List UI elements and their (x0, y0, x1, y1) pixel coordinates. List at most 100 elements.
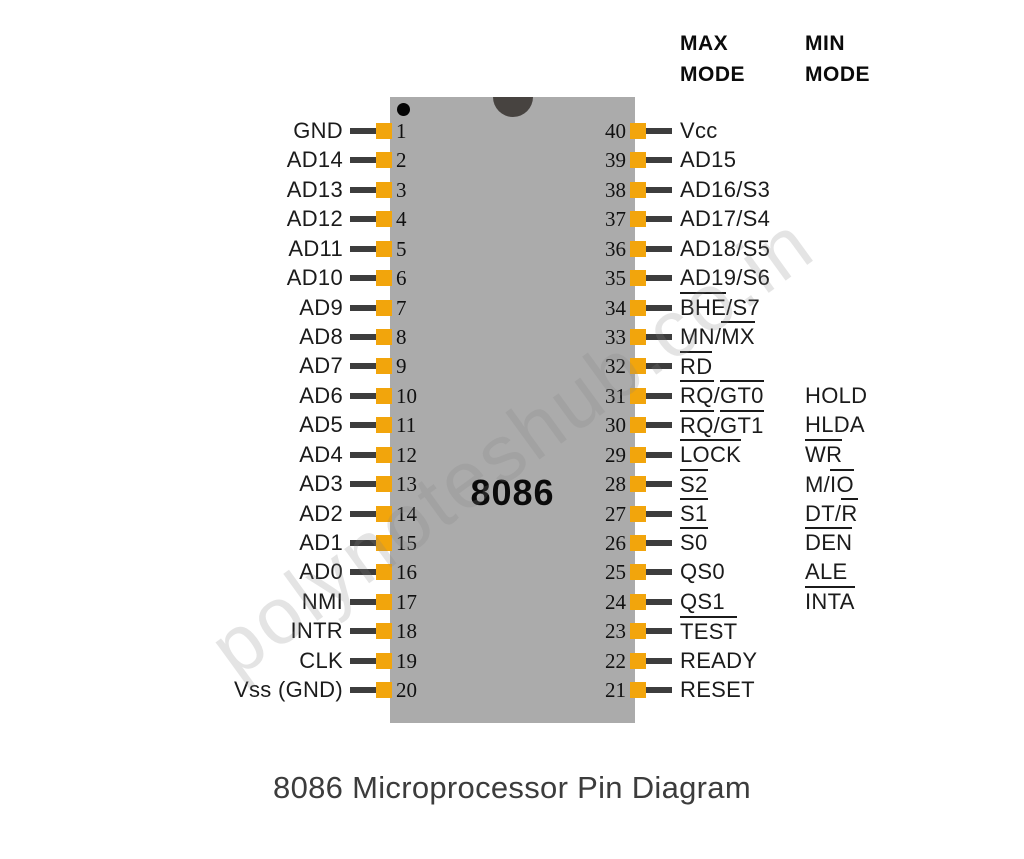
pin-label: AD11 (288, 234, 343, 264)
pin-stub (630, 387, 646, 404)
pin-line (646, 216, 672, 223)
min-mode-signal: DEN (805, 527, 853, 558)
signal-segment: Vss (GND) (233, 677, 343, 702)
pin-number: 21 (605, 678, 626, 702)
pin-stub (376, 417, 392, 434)
pin-stub (376, 358, 392, 375)
pin-label: READY (680, 646, 757, 676)
pin-stub (630, 211, 646, 228)
pin-row-left-13: AD3 13 (0, 469, 417, 499)
pin-number: 17 (396, 589, 417, 614)
pin-stub (376, 476, 392, 492)
signal-segment: AD4 (299, 441, 343, 467)
pin-number: 4 (396, 207, 407, 232)
pin-row-right-32: RD 32 (605, 350, 1024, 381)
overlined-signal-segment: IO (830, 468, 854, 497)
pin-line (646, 392, 672, 399)
overlined-signal-segment: GT0 (720, 380, 764, 408)
pin-label: RQ/GT1 (680, 409, 764, 441)
pin-number: 13 (396, 472, 417, 496)
pin-number: 37 (605, 207, 626, 232)
pin-number: 30 (605, 413, 626, 438)
pin-line (350, 481, 376, 487)
pin-label: AD17/S4 (680, 204, 770, 234)
pin-label: RESET (680, 675, 755, 705)
signal-segment: HOLD (805, 382, 868, 408)
pin-line (350, 569, 376, 576)
pin-line (350, 186, 376, 193)
pin-label: AD13 (287, 175, 343, 205)
pin-label: BHE/S7 (680, 292, 760, 323)
pin-number: 12 (396, 442, 417, 467)
pin-label: AD7 (299, 351, 343, 381)
pin-line (350, 657, 376, 664)
pin-label: AD15 (680, 145, 736, 175)
signal-segment: AD0 (299, 559, 343, 585)
pin-line (350, 598, 376, 605)
pin-stub (376, 505, 392, 522)
pin-stub (630, 446, 646, 463)
pin-line (646, 304, 672, 311)
pin-label: AD1 (299, 528, 343, 558)
pin-line (350, 304, 376, 311)
pin-number: 28 (605, 472, 626, 496)
pin-stub (630, 328, 646, 345)
pin-stub (376, 299, 392, 316)
pin-number: 27 (605, 501, 626, 526)
pin-stub (376, 328, 392, 345)
pin-stub (376, 534, 392, 551)
overlined-signal-segment: MX (721, 321, 755, 349)
pin-line (350, 539, 376, 546)
pin-line (646, 363, 672, 370)
pin-stub (630, 682, 646, 698)
signal-segment: AD11 (288, 235, 343, 261)
min-mode-signal: ALE (805, 557, 847, 587)
min-mode-signal: HOLD (805, 381, 867, 411)
overlined-signal-segment: RD (680, 350, 713, 379)
pin-stub (630, 417, 646, 434)
pin-stub (376, 652, 392, 669)
overlined-signal-segment: RQ (680, 380, 714, 408)
pin-line (646, 422, 672, 429)
pin-label: AD3 (299, 469, 343, 499)
pin-line (646, 687, 672, 693)
pin-label: AD8 (299, 322, 343, 352)
pin-label: Vcc (680, 116, 718, 146)
pin-number: 32 (605, 354, 626, 379)
pin-line (646, 598, 672, 605)
pin-number: 6 (396, 266, 407, 291)
pin-label: AD18/S5 (680, 234, 770, 264)
signal-segment: / (713, 383, 721, 409)
pin-label: CLK (299, 646, 343, 676)
pin-number: 19 (396, 648, 417, 673)
signal-segment: AD19/S6 (680, 265, 771, 291)
pin-label: AD4 (299, 440, 343, 470)
pin-label: MN/MX (680, 321, 755, 352)
signal-segment: AD10 (286, 265, 343, 291)
signal-segment: Vcc (680, 118, 718, 143)
pin-row-right-37: AD17/S4 37 (605, 204, 1024, 234)
min-mode-signal-label: WR (805, 439, 843, 470)
pin-number: 5 (396, 236, 407, 261)
pin-line (350, 216, 376, 223)
pin-number: 15 (396, 530, 417, 555)
pin-label: AD14 (287, 145, 343, 175)
signal-segment: AD15 (680, 147, 737, 173)
pin-stub (376, 682, 392, 698)
pin-label: QS1 (680, 587, 725, 617)
pin-label: AD16/S3 (680, 175, 770, 205)
